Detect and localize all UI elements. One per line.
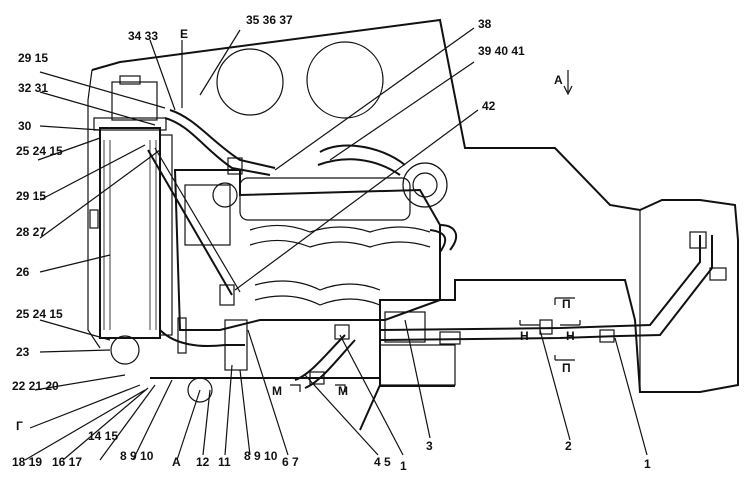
letter-n-left: Н [520,329,529,343]
leader-lines [24,27,648,461]
letter-m-right: М [338,384,348,398]
radiator-core [99,127,161,339]
pipe-coupling-3 [439,331,461,345]
callout-39-40-41: 39 40 41 [478,44,525,58]
stay-rod [147,149,233,296]
letter-a-view: A [554,73,563,87]
callout-30: 30 [18,119,32,133]
pulley [212,182,238,208]
callout-3: 3 [426,439,433,453]
callout-12: 12 [196,455,210,469]
callout-11: 11 [218,455,231,469]
oil-pan-ribs [254,280,381,291]
rod-bracket [219,284,235,306]
vent-right [306,41,384,119]
callout-22-21-20: 22 21 20 [12,379,59,393]
callout-23: 23 [16,345,30,359]
callout-25-24-15-bottom: 25 24 15 [16,307,63,321]
thermostat-housing [224,319,248,371]
exhaust-manifold [249,224,431,233]
view-letters: E A А Г М М П П Н Н [16,27,575,469]
letter-p-top: П [562,297,571,311]
letter-g: Г [16,419,23,433]
turbo-housing [402,162,448,208]
heater-hose-right [439,224,458,251]
heater-fitting-top [689,231,707,249]
section-mark-n-left [519,320,540,326]
callout-28-27: 28 27 [16,225,46,239]
upper-hose [164,117,271,176]
callout-2: 2 [565,439,572,453]
section-mark-p-top [554,297,575,305]
section-mark-m-left [290,384,301,392]
bottom-tap [187,377,213,403]
expansion-tank-cap [119,75,141,85]
radiator-bracket [89,209,99,229]
pipe-coupling-p [539,319,553,335]
section-mark-p-bottom [554,355,575,361]
letter-e: E [180,27,188,41]
letter-p-bottom: П [562,361,571,375]
callout-4-5: 4 5 [374,455,391,469]
callout-32-31: 32 31 [18,81,48,95]
callout-18-19: 18 19 [12,455,42,469]
heater-pipe-lower [379,235,713,341]
turbo-hose [319,144,406,166]
callout-26: 26 [16,265,30,279]
callout-35-36-37: 35 36 37 [246,13,293,27]
body-outline [91,18,739,431]
callout-25-24-15-top: 25 24 15 [16,144,63,158]
section-mark-n-right [560,320,581,326]
vent-left [216,48,284,116]
callouts: 29 15 32 31 30 25 24 15 29 15 28 27 26 2… [12,13,651,473]
expansion-tank [111,81,158,121]
callout-8-9-10-left: 8 9 10 [120,449,154,463]
callout-14-15: 14 15 [88,429,118,443]
front-edge [87,69,101,349]
callout-38: 38 [478,17,492,31]
callout-34-33: 34 33 [128,29,158,43]
callout-6-7: 6 7 [282,455,299,469]
drain-valve [110,335,140,365]
callout-29-15-top: 29 15 [18,51,48,65]
pump-box [384,311,426,343]
small-bracket [177,317,187,354]
return-hose [294,334,346,381]
heater-fitting-side [709,267,727,281]
frame-mount [379,344,456,386]
pipe-coupling-n [599,329,615,343]
letter-a-lower: А [172,455,181,469]
callout-1-left: 1 [400,459,407,473]
section-mark-m-right [335,384,346,392]
fan-shroud [159,134,173,336]
callout-1-right: 1 [644,457,651,471]
callout-29-15-mid: 29 15 [16,189,46,203]
hose-clamp-upper [227,157,243,175]
valve-cover [239,177,411,221]
callout-42: 42 [482,99,496,113]
letter-n-right: Н [566,329,575,343]
drain-tap [309,371,325,385]
heater-pipe-upper [379,235,701,331]
callout-8-9-10-right: 8 9 10 [244,449,278,463]
letter-m-left: М [272,384,282,398]
radiator-hatching [103,140,157,330]
lower-hose [159,329,245,348]
callout-16-17: 16 17 [52,455,82,469]
